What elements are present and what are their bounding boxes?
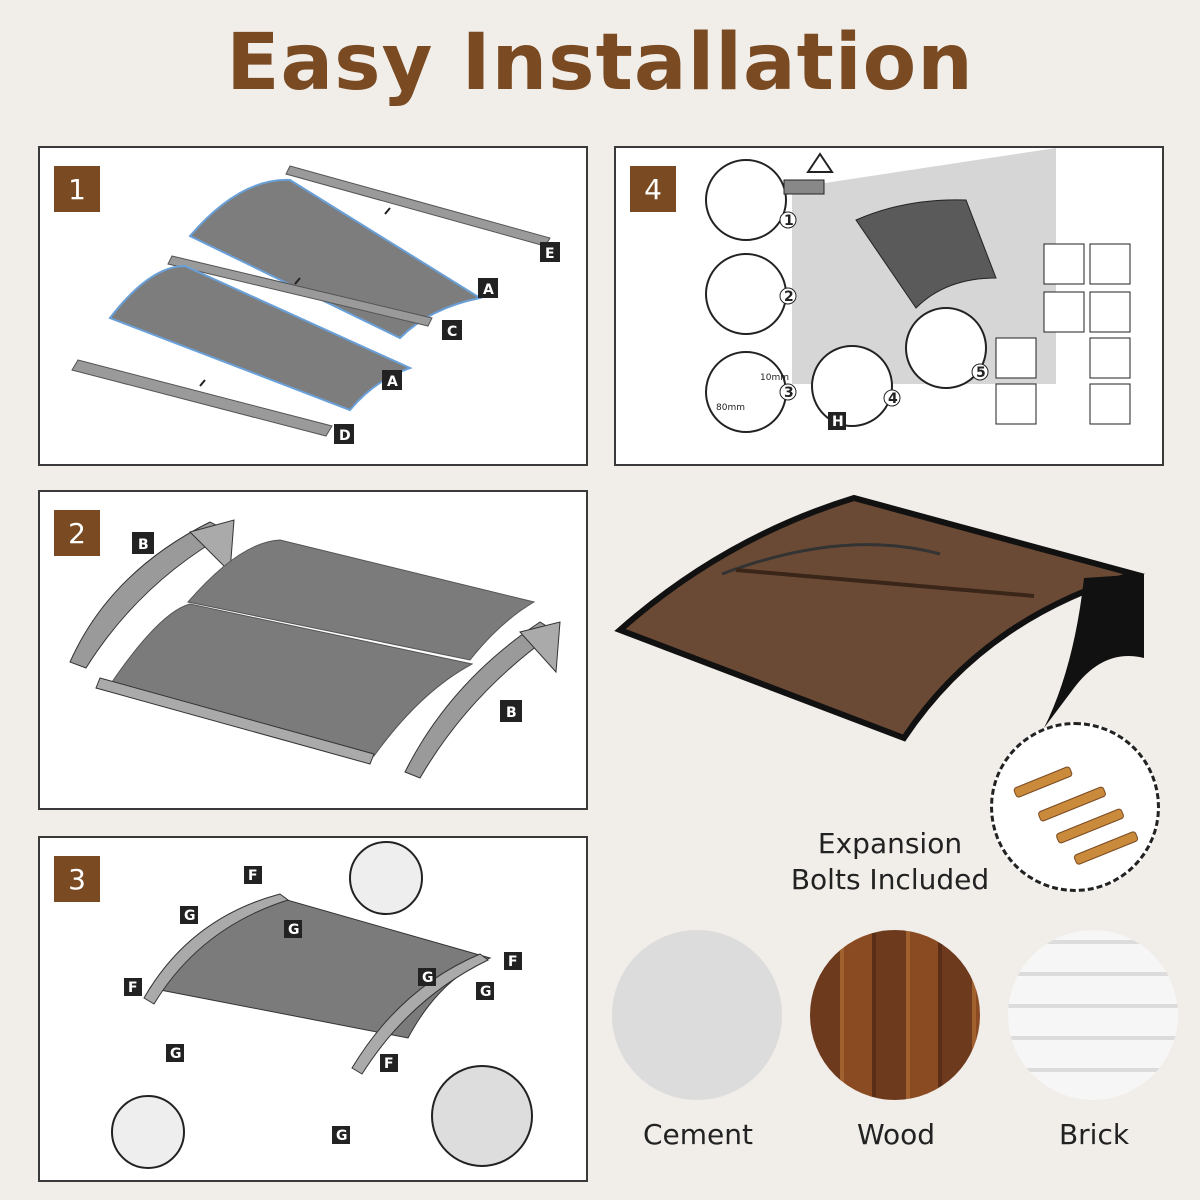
tag-c: C <box>447 324 457 340</box>
tag-1: 1 <box>784 213 794 229</box>
step-1-diagram: E A C A D <box>71 165 560 444</box>
tag-f2: F <box>508 954 518 970</box>
tag-2: 2 <box>784 289 794 305</box>
bolts-caption-line1: Expansion <box>817 827 963 860</box>
tag-g4: G <box>480 984 492 1000</box>
tag-g1: G <box>184 908 196 924</box>
tag-b1: B <box>138 537 149 553</box>
dim-80mm: 80mm <box>716 403 745 413</box>
dim-10mm: 10mm <box>760 373 789 383</box>
tag-d: D <box>339 428 351 444</box>
step-3-badge: 3 <box>54 856 100 902</box>
step-3-panel: 3 F G G F F G G G G F <box>38 836 588 1182</box>
step-2-diagram: B B <box>69 519 561 779</box>
step-1-panel: 1 E A C A D <box>38 146 588 466</box>
step-2-panel: 2 B B <box>38 490 588 810</box>
step-4-panel: 4 1 2 3 4 5 H 10mm 80mm <box>614 146 1164 466</box>
cement-swatch <box>612 930 782 1100</box>
cement-label: Cement <box>642 1118 753 1151</box>
tag-g2: G <box>288 922 300 938</box>
tag-a: A <box>483 282 494 298</box>
tag-b2: B <box>506 705 517 721</box>
tag-g3: G <box>422 970 434 986</box>
wood-label: Wood <box>856 1118 936 1151</box>
step-4-diagram: 1 2 3 4 5 H 10mm 80mm <box>705 148 1131 433</box>
tag-e: E <box>545 246 555 262</box>
tag-f3: F <box>128 980 138 996</box>
awning-product-image <box>614 494 1146 742</box>
tag-a2: A <box>387 374 398 390</box>
tag-g6: G <box>336 1128 348 1144</box>
step-3-diagram: F G G F F G G G G F <box>111 841 533 1169</box>
tag-g5: G <box>170 1046 182 1062</box>
tag-f4: F <box>384 1056 394 1072</box>
tag-h: H <box>832 414 844 430</box>
step-1-badge: 1 <box>54 166 100 212</box>
wood-swatch <box>810 930 980 1100</box>
tag-5: 5 <box>976 365 986 381</box>
step-2-badge: 2 <box>54 510 100 556</box>
tag-4: 4 <box>888 391 898 407</box>
tag-3: 3 <box>784 385 794 401</box>
bolts-image <box>990 722 1160 892</box>
brick-swatch <box>1008 930 1178 1100</box>
tag-f1: F <box>248 868 258 884</box>
step-4-badge: 4 <box>630 166 676 212</box>
brick-label: Brick <box>1058 1118 1130 1151</box>
bolts-icon <box>1013 766 1139 865</box>
page-title: Easy Installation <box>226 18 974 108</box>
bolts-caption-line2: Bolts Included <box>790 863 990 896</box>
bolts-caption: Expansion Bolts Included <box>790 826 990 898</box>
